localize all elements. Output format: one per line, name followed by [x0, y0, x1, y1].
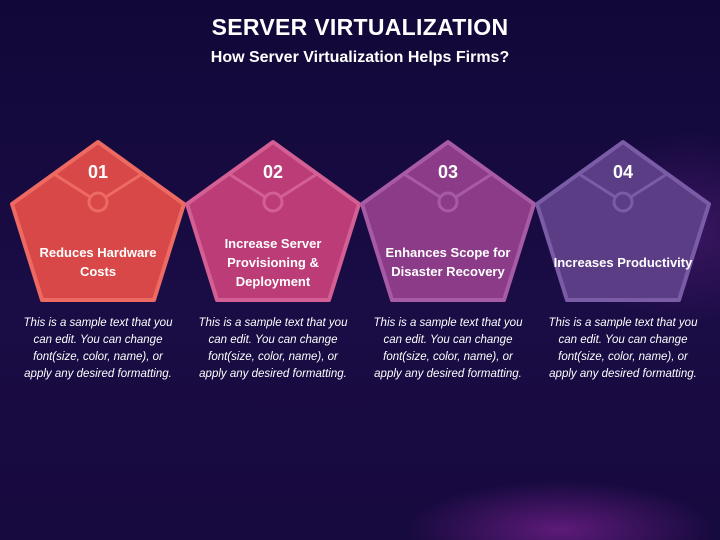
card-label: Increase Server Provisioning & Deploymen… [224, 235, 322, 289]
pentagon-body [185, 140, 361, 302]
pentagon-body [10, 140, 186, 302]
pentagon-shape [360, 140, 536, 302]
card-label: Increases Productivity [553, 254, 693, 270]
pentagon-shape [10, 140, 186, 302]
card-number: 01 [87, 162, 109, 182]
card-label: Enhances Scope for Disaster Recovery [385, 245, 511, 279]
card-description: This is a sample text that you can edit.… [198, 317, 348, 380]
card-description: This is a sample text that you can edit.… [23, 317, 173, 380]
pentagon-body [360, 140, 536, 302]
pentagon-shape [535, 140, 711, 302]
circle-marker [262, 191, 284, 213]
page-subtitle: How Server Virtualization Helps Firms? [210, 49, 510, 66]
circle-marker [87, 191, 109, 213]
circle-marker [437, 191, 459, 213]
circle-marker [612, 191, 634, 213]
page-title: SERVER VIRTUALIZATION [211, 14, 509, 40]
pentagon-shape [185, 140, 361, 302]
card-number: 04 [612, 162, 634, 182]
card-description: This is a sample text that you can edit.… [548, 317, 698, 380]
card-number: 02 [262, 162, 284, 182]
card-description: This is a sample text that you can edit.… [373, 317, 523, 380]
pentagon-body [535, 140, 711, 302]
card-number: 03 [437, 162, 459, 182]
card-label: Reduces Hardware Costs [39, 245, 157, 279]
